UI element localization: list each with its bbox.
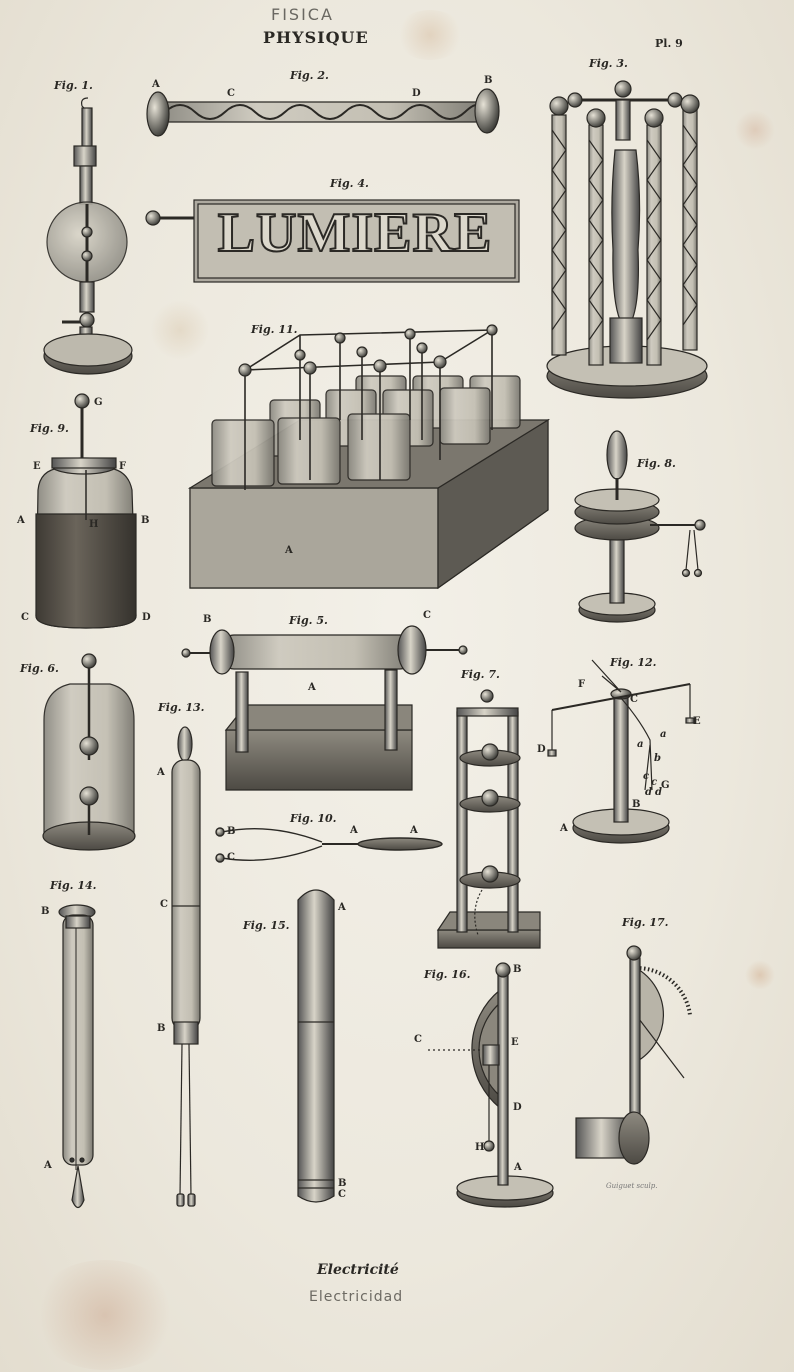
fig5-conductor-cylinder [181, 625, 468, 791]
letter-c: c [643, 771, 650, 782]
fig6-label: Fig. 6. [20, 662, 59, 675]
engraver-credit: Guiguet sculp. [606, 1182, 658, 1190]
letter-A: A [17, 515, 25, 526]
letter-H: H [89, 519, 99, 530]
letter-G: G [94, 397, 103, 408]
letter-B: B [632, 799, 641, 810]
fig13-tube [171, 726, 201, 1207]
letter-A: A [285, 545, 293, 556]
letter-D: D [513, 1102, 522, 1113]
letter-B: B [141, 515, 150, 526]
letter-C: C [160, 899, 168, 910]
letter-A: A [350, 825, 358, 836]
letter-G: G [661, 780, 670, 791]
letter-a: a [637, 739, 644, 750]
letter-F: F [578, 679, 586, 690]
letter-A: A [44, 1160, 52, 1171]
letter-A: A [308, 682, 316, 693]
letter-b: b [654, 753, 661, 764]
caption-spanish: Electricidad [309, 1289, 404, 1305]
fig7-label: Fig. 7. [461, 668, 500, 681]
letter-C: C [630, 694, 638, 705]
letter-D: D [537, 744, 546, 755]
fig10-discharger [215, 827, 443, 863]
fig15-label: Fig. 15. [243, 919, 290, 932]
letter-B: B [338, 1178, 347, 1189]
letter-C: C [21, 612, 29, 623]
fig8-label: Fig. 8. [637, 457, 676, 470]
letter-C: C [414, 1034, 422, 1045]
fig16-label: Fig. 16. [424, 968, 471, 981]
fig15-cylinder [297, 889, 335, 1203]
letter-B: B [203, 614, 212, 625]
fig14-label: Fig. 14. [50, 879, 97, 892]
letter-A: A [152, 79, 160, 90]
letter-H: H [475, 1142, 485, 1153]
letter-B: B [41, 906, 50, 917]
letter-A: A [157, 767, 165, 778]
fig11-label: Fig. 11. [251, 323, 298, 336]
lumiere-sign-text: LUMIERE [217, 202, 493, 264]
fig3-label: Fig. 3. [589, 57, 628, 70]
fig17-label: Fig. 17. [622, 916, 669, 929]
letter-B: B [513, 964, 522, 975]
letter-A: A [410, 825, 418, 836]
letter-C: C [227, 852, 235, 863]
letter-B: B [227, 826, 236, 837]
fig2-spiral-tube [146, 88, 500, 137]
letter-A: A [338, 902, 346, 913]
letter-E: E [511, 1037, 519, 1048]
letter-A: A [514, 1162, 522, 1173]
letter-C: C [227, 88, 235, 99]
fig2-label: Fig. 2. [290, 69, 329, 82]
fig10-label: Fig. 10. [290, 812, 337, 825]
fig13-label: Fig. 13. [158, 701, 205, 714]
fig17-electrometer [575, 945, 692, 1165]
letter-E: E [33, 461, 41, 472]
fig8-disc-apparatus [574, 430, 706, 623]
plate-number: Pl. 9 [655, 37, 683, 50]
letter-d: d [655, 787, 662, 798]
fig16-quadrant [428, 962, 554, 1208]
letter-A: A [560, 823, 568, 834]
fig4-lumiere-panel [145, 199, 520, 283]
letter-F: F [119, 461, 127, 472]
fig12-label: Fig. 12. [610, 656, 657, 669]
header-title-es: FISICA [271, 5, 334, 24]
letter-a: a [660, 729, 667, 740]
fig14-tube [58, 904, 96, 1209]
letter-D: D [142, 612, 151, 623]
fig4-label: Fig. 4. [330, 177, 369, 190]
fig9-label: Fig. 9. [30, 422, 69, 435]
letter-C: C [338, 1189, 346, 1200]
header-title-fr: PHYSIQUE [263, 28, 369, 47]
fig7-tower [436, 689, 541, 949]
caption-french: Electricité [317, 1262, 399, 1278]
fig9-leyden-jar [35, 393, 137, 629]
letter-B: B [157, 1023, 166, 1034]
fig1-apparatus [43, 97, 133, 375]
letter-C: C [423, 610, 431, 621]
fig11-leyden-battery [187, 324, 551, 590]
fig12-electroscope [547, 659, 695, 844]
letter-d: d [645, 787, 652, 798]
fig1-label: Fig. 1. [54, 79, 93, 92]
letter-B: B [484, 75, 493, 86]
fig6-bell-jar [42, 653, 136, 851]
letter-E: E [693, 716, 701, 727]
letter-c: c [651, 777, 658, 788]
letter-D: D [412, 88, 421, 99]
fig5-label: Fig. 5. [289, 614, 328, 627]
fig3-spiral-columns [546, 80, 708, 399]
